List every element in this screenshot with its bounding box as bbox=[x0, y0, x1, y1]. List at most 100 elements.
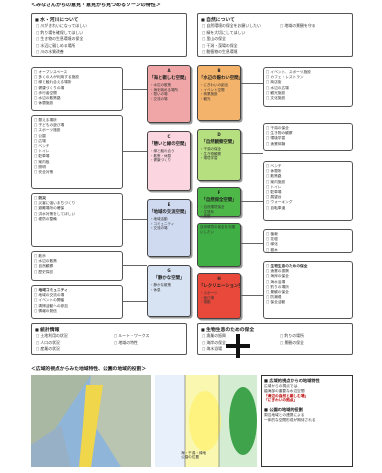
list-item: 広場 bbox=[34, 139, 120, 144]
list-item: 健康づくりの場 bbox=[34, 86, 120, 91]
left-list-upper: オープンスペース 多くの人が利用する施設 緑と触れ合える場所 健康づくりの場 歩… bbox=[31, 67, 123, 111]
card-f2-body: 自然環境の保全をお願いしたい bbox=[200, 225, 235, 234]
list-item: 植栽 bbox=[266, 232, 350, 237]
card-e-title: 「地域の交流空間」 bbox=[149, 210, 189, 215]
section-disaster: 防災 災害に強いまちづくり 避難場所の確保 洪水対策をしてほしい 堤防の整備 bbox=[31, 193, 123, 247]
right-list-lower: ベンチ 休憩所 散策路 案内施設 トイレ 駐車場 展望台 ウォーキング 自転車道 bbox=[263, 161, 353, 221]
card-a-body: ・水辺の散策 ・海を眺める場所 ・憩いの場 ・交流の場 bbox=[150, 83, 178, 101]
list-item: 緑と触れ合える場所 bbox=[34, 80, 120, 85]
card-b-title: 「水辺の賑わい空間」 bbox=[199, 76, 240, 81]
list-item: 案内施設 bbox=[266, 180, 350, 185]
connector bbox=[123, 301, 147, 302]
list-item: 自転車道 bbox=[266, 206, 350, 211]
left-list-lower: 散歩 水辺の散策 自然観察 歴史探訪 bbox=[31, 251, 123, 281]
list-item: 川がきれいになってほしい bbox=[36, 23, 87, 30]
connector bbox=[241, 153, 263, 154]
card-b-num: B bbox=[217, 68, 221, 73]
list-item: 産業の状況 bbox=[36, 346, 68, 353]
page-title: ＜みなさんからの意見・意見から見つめるゾーンの特性＞ bbox=[31, 3, 161, 8]
connector bbox=[123, 151, 147, 152]
list-item: 休憩所 bbox=[266, 169, 350, 174]
list-item: 樹木 bbox=[266, 248, 350, 253]
section-coast-title: 生物生息のための保全 bbox=[266, 264, 350, 269]
list-item: 漁業の振興 bbox=[266, 269, 350, 274]
card-d-title: 「自然観察空間」 bbox=[201, 140, 237, 145]
map-caption: 海・干潟・緑地 公園の位置 bbox=[181, 451, 207, 460]
list-item: 洪水対策をしてほしい bbox=[34, 212, 120, 217]
card-h: H 「レクリエーション空間」 ・スポーツ ・遊び場 ・運動 bbox=[197, 273, 241, 319]
card-h-title: 「レクリエーション空間」 bbox=[199, 284, 240, 289]
section-coast: 生物生息のための保全 漁業の振興 海岸の保全 海水浴場 釣りの場所 景観の保全 … bbox=[263, 261, 353, 319]
list-item: 生き物の観察 bbox=[266, 131, 350, 136]
legend-title-1: ■ 広域的視点からの地域特性 bbox=[264, 378, 320, 383]
list-item: 安全対策 bbox=[34, 170, 120, 175]
section-coast-summary: 生物生息のための保全 漁業の振興 海岸の保全 海水浴場 釣りの場所 景観の保全 bbox=[197, 323, 353, 355]
legend-title-2: ■ 公園の地域的役割 bbox=[264, 407, 303, 413]
list-item: 展望台 bbox=[266, 195, 350, 200]
list-item: 子どもの遊び場 bbox=[34, 123, 120, 128]
list-item: 川の水質改善 bbox=[36, 49, 87, 56]
list-item: 清掃活動への参加 bbox=[34, 304, 120, 309]
card-b-body: ・にぎわいの創出 ・イベント空間 ・商業施設 ・観光 bbox=[200, 83, 228, 101]
list-item: 干潟・藻場の保全 bbox=[202, 43, 261, 50]
list-item: 防潮堤 bbox=[266, 295, 350, 300]
card-c-body: ・緑と触れ合う ・散策・休憩 ・健康づくり bbox=[150, 149, 175, 163]
list-item: スポーツ施設 bbox=[34, 128, 120, 133]
section-nature: 自然について 自然環境の保全をお願いしたい 緑を大切にしてほしい 里山の保全 干… bbox=[197, 13, 353, 57]
card-e-num: E bbox=[167, 202, 171, 207]
right-list-middle: 干潟の保全 生き物の観察 環境学習 漁業体験 bbox=[263, 123, 353, 151]
list-item: 憩える場所 bbox=[34, 118, 120, 123]
list-item: 観光施設 bbox=[266, 91, 350, 96]
list-item: ウォーキング bbox=[266, 200, 350, 205]
list-item: 休憩施設 bbox=[34, 101, 120, 106]
list-item: ベンチ bbox=[34, 144, 120, 149]
list-item: 地域の交流の場 bbox=[34, 293, 120, 298]
list-item: 釣り場を確保してほしい bbox=[36, 30, 87, 37]
card-g-title: 「静かな空間」 bbox=[153, 276, 185, 281]
connector bbox=[123, 89, 147, 90]
list-item: 地域の景観を守る bbox=[280, 23, 315, 30]
card-f-body: ・自然環境保全 ・生態系 ・景観 bbox=[200, 205, 225, 219]
list-item: 生き物の生息環境の保全 bbox=[36, 36, 87, 43]
legend-box: ■ 広域的視点からの地域特性 広域からの視点では、 臨海部の重要な水辺空間 「海… bbox=[261, 375, 353, 467]
list-item: 水辺の散策路 bbox=[34, 96, 120, 101]
section-community: 地域コミュニティ 地域の交流の場 イベントの開催 清掃活動への参加 情報の発信 bbox=[31, 285, 123, 319]
list-item: イベント、スポーツ施設 bbox=[266, 70, 350, 75]
section-community-title: 地域コミュニティ bbox=[34, 288, 120, 293]
list-item: 商店街 bbox=[266, 80, 350, 85]
section-water-title: 水・河川について bbox=[35, 16, 78, 23]
list-item: 堤防の整備 bbox=[34, 217, 120, 222]
list-item: オープンスペース bbox=[34, 70, 120, 75]
card-b: B 「水辺の賑わい空間」 ・にぎわいの創出 ・イベント空間 ・商業施設 ・観光 bbox=[197, 65, 241, 121]
card-d-num: D bbox=[217, 132, 221, 137]
card-e: E 「地域の交流空間」 ・地域活動 ・コミュニティ ・交流の場 bbox=[147, 199, 191, 257]
list-item: 多くの人が利用する施設 bbox=[34, 75, 120, 80]
list-item: 海岸の保全 bbox=[202, 340, 225, 347]
list-item: 歴史探訪 bbox=[34, 270, 120, 275]
card-h-num: H bbox=[217, 276, 221, 281]
list-item: 自然環境の保全をお願いしたい bbox=[202, 23, 260, 30]
list-item: ベンチ bbox=[266, 164, 350, 169]
list-item: 駐車場 bbox=[34, 154, 120, 159]
list-item: 避難場所の確保 bbox=[34, 206, 120, 211]
schematic-map-image bbox=[155, 375, 257, 467]
list-item: イベントの開催 bbox=[34, 298, 120, 303]
connector bbox=[241, 243, 263, 244]
list-item: 漁業体験 bbox=[266, 142, 350, 147]
card-c: C 「憩いと緑の空間」 ・緑と触れ合う ・散策・休憩 ・健康づくり bbox=[147, 131, 191, 191]
list-item: 緑化 bbox=[266, 242, 350, 247]
list-item: 保全活動 bbox=[266, 300, 350, 305]
list-item: 地域の特性 bbox=[114, 340, 149, 347]
card-a: A 「海と親しむ空間」 ・水辺の散策 ・海を眺める場所 ・憩いの場 ・交流の場 bbox=[147, 65, 191, 123]
card-d: D 「自然観察空間」 ・干潟の保全 ・生き物観察 ・環境学習 bbox=[197, 129, 241, 181]
list-item: 散歩 bbox=[34, 254, 120, 259]
list-item: 花壇 bbox=[266, 237, 350, 242]
card-h-body: ・スポーツ ・遊び場 ・運動 bbox=[200, 291, 218, 305]
card-f-num: F bbox=[217, 190, 221, 195]
list-item: 緑を大切にしてほしい bbox=[202, 30, 261, 37]
plus-icon bbox=[226, 334, 250, 358]
legend-text-1: 広域からの視点では、 臨海部の重要な水辺空間 bbox=[264, 384, 305, 393]
list-item: 水辺の散策 bbox=[34, 259, 120, 264]
bottom-section-title: ＜広域的視点からみた地域特性、公園の地域的役割＞ bbox=[31, 367, 147, 372]
list-item: 災害に強いまちづくり bbox=[34, 201, 120, 206]
